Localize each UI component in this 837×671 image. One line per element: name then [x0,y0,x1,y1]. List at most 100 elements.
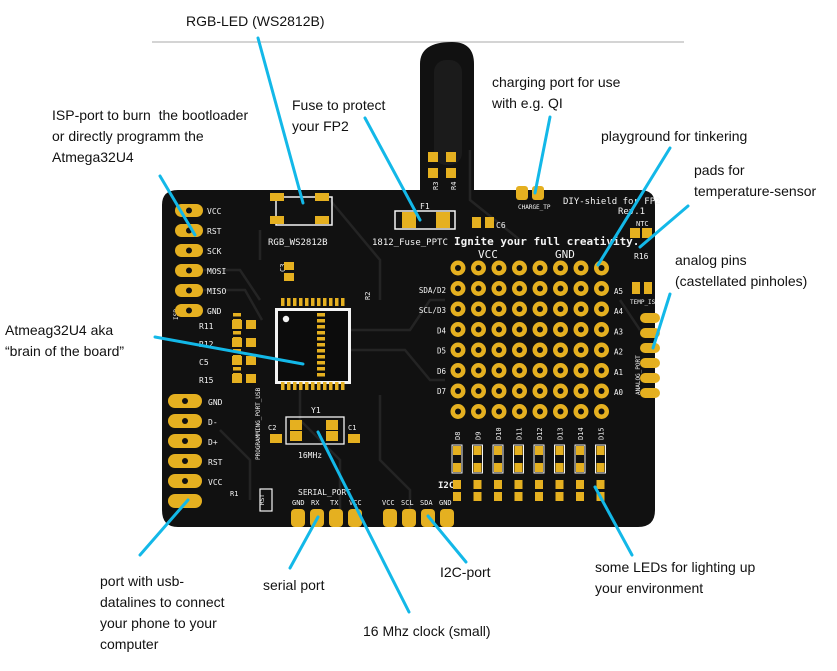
led-pad [494,446,502,455]
callout-atmega [153,335,305,366]
gnd-rail: GND [555,248,575,261]
led-outline [574,444,586,474]
grid-pad-hole [557,326,564,333]
r3-pad [428,152,438,162]
grid-pad-hole [475,326,482,333]
serial-pad [291,509,305,527]
fuse: F1 1812_Fuse_PPTC C6 [372,202,506,248]
chip-pin [281,382,285,390]
i2c-title: I2C [438,481,454,491]
rst-ref: RST [259,494,266,505]
castellated-pad [640,343,660,353]
chip-pin [329,298,333,306]
temp-pad [644,282,652,294]
led-pad [473,463,482,472]
grid-pad-hole [598,326,605,333]
y1-ref: Y1 [311,406,321,415]
chip-pin [329,382,333,390]
rgb-led-pad [270,216,284,224]
grid-pad-hole [496,367,502,374]
digital-label-bottom: D9 [475,432,483,440]
i2c-pin-label: SDA [420,499,433,507]
callout-i2c [426,514,468,564]
grid-pad-hole [578,367,584,374]
grid-pad-hole [537,367,543,374]
usb-pin-label: D+ [208,438,218,447]
grid-pad-hole [578,285,584,292]
chip-pin1-dot [282,315,290,323]
chip-pin [317,367,325,371]
fuse-pad [436,212,450,228]
resistor-pad [453,480,461,489]
left-resistor-ref: R11 [199,322,214,331]
label-isp: ISP-port to burn the bootloader or direc… [52,107,249,165]
board-title: DIY-shield for FP2 [563,197,661,207]
usb-pad [168,494,202,508]
grid-pad-hole [496,306,502,312]
led-pad [453,463,461,472]
grid-pad-hole [455,347,461,353]
left-resistor-pad [232,320,242,329]
charge-pad [516,186,528,200]
rgb-led-pad [315,216,329,224]
analog-label: A0 [614,388,624,397]
chip-pin [287,298,291,306]
analog-label: A2 [614,348,623,357]
grid-pad-hole [557,265,564,271]
resistor-pad [514,492,523,501]
crystal-pad [326,420,338,430]
grid-pad-hole [537,306,543,312]
left-resistor-pad [232,374,242,383]
grid-pad-hole [516,408,523,415]
led-outline [513,444,524,474]
chip-pin [335,382,339,390]
grid-pad-hole [516,306,523,312]
chip-pin [311,382,315,390]
resistor-pad [576,480,584,489]
resistor-pad [555,480,564,489]
callout-usb [138,498,190,557]
grid-pad-hole [475,388,482,394]
rst-jumper [259,488,273,512]
usb-pad-hole [182,458,188,464]
resistor-pad [494,492,502,501]
grid-pad-hole [557,285,564,292]
led-outline [451,444,463,474]
digital-label: D6 [437,367,447,376]
usb-pin-label: RST [208,458,223,467]
callout-lines [138,36,690,614]
led-pad [596,446,605,455]
i2c-pad [383,509,397,527]
r3-ref: R3 [432,182,440,190]
grid-pad-hole [598,285,605,292]
grid-pad-hole [578,347,584,353]
callout-clock [316,430,411,614]
isp-pad-hole [186,207,192,214]
resistor-pad [535,480,543,489]
rgb-led-ref: RGB_WS2812B [268,238,328,248]
grid-pad-hole [496,388,502,394]
c6-pad [472,217,481,228]
chip-pin [317,313,325,317]
i2c-pin-label: GND [439,499,452,507]
grid-pad-hole [557,347,564,353]
grid-pad-hole [455,285,461,292]
isp-pad-hole [186,307,192,314]
c1-pad [348,434,360,443]
grid-pad-hole [496,326,502,333]
temp-is-ref: TEMP_IS [630,299,656,306]
serial-pin-label: RX [311,499,320,507]
grid-pad-hole [537,408,543,415]
isp-pin-label: RST [207,227,222,236]
temp-pad [632,282,640,294]
r4-pad [446,152,456,162]
label-temp-pads: pads for temperature-sensor [694,162,817,199]
grid-pad-hole [598,306,605,312]
chip-pin [335,298,339,306]
temperature-pads: NTC R16 TEMP_IS [630,220,656,306]
led-outline [554,444,565,474]
led-outline [492,444,504,474]
